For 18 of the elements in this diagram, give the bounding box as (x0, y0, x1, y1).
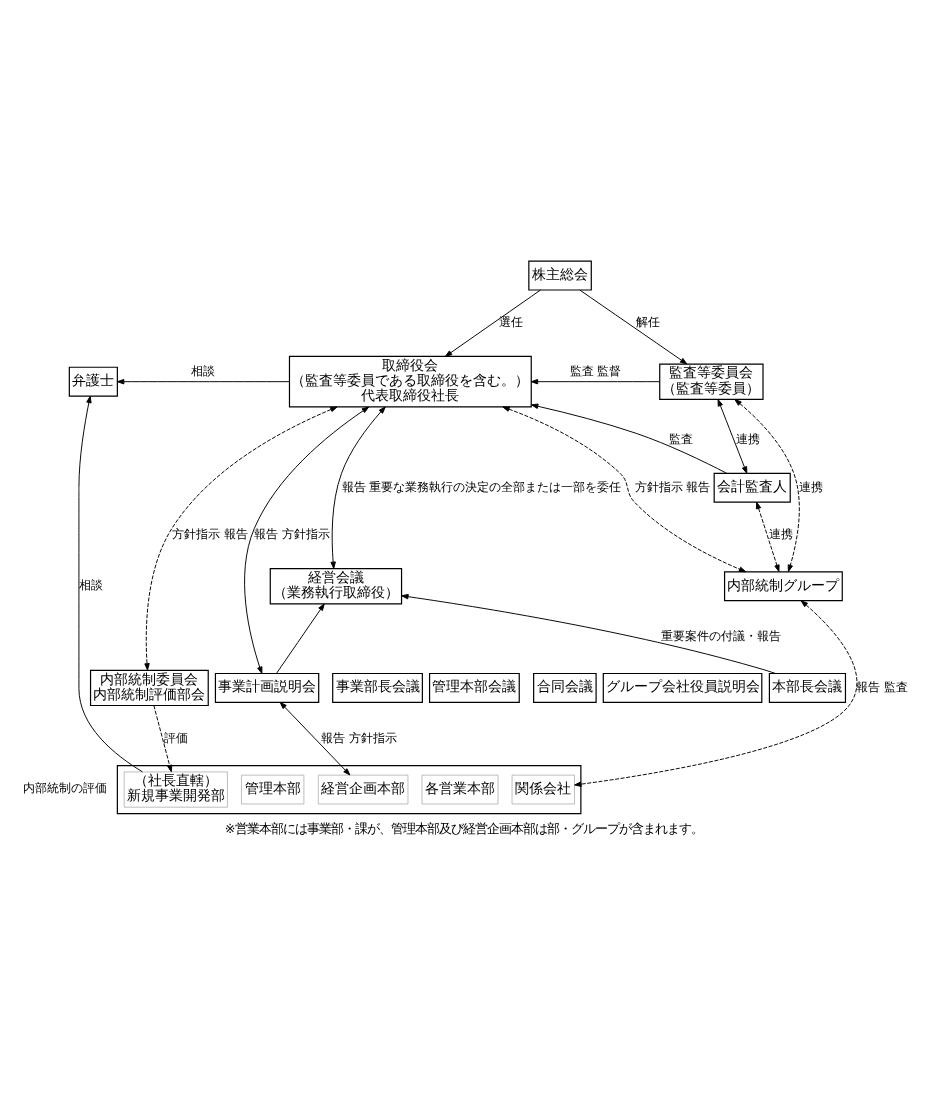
arrow (276, 602, 325, 673)
arrow (531, 402, 728, 473)
arrow (78, 394, 143, 772)
arrow (444, 288, 541, 356)
arrow (153, 704, 173, 772)
arrow (144, 405, 338, 670)
arrow (330, 405, 386, 568)
arrow (116, 377, 290, 384)
arrow (734, 398, 800, 571)
arrow (530, 377, 660, 384)
arrow (401, 592, 776, 673)
arrow (717, 398, 748, 473)
arrow (279, 700, 351, 775)
arrow (755, 500, 780, 571)
arrow (579, 288, 688, 364)
arrow (574, 599, 858, 786)
arrow (244, 405, 370, 673)
arrow (502, 405, 747, 572)
